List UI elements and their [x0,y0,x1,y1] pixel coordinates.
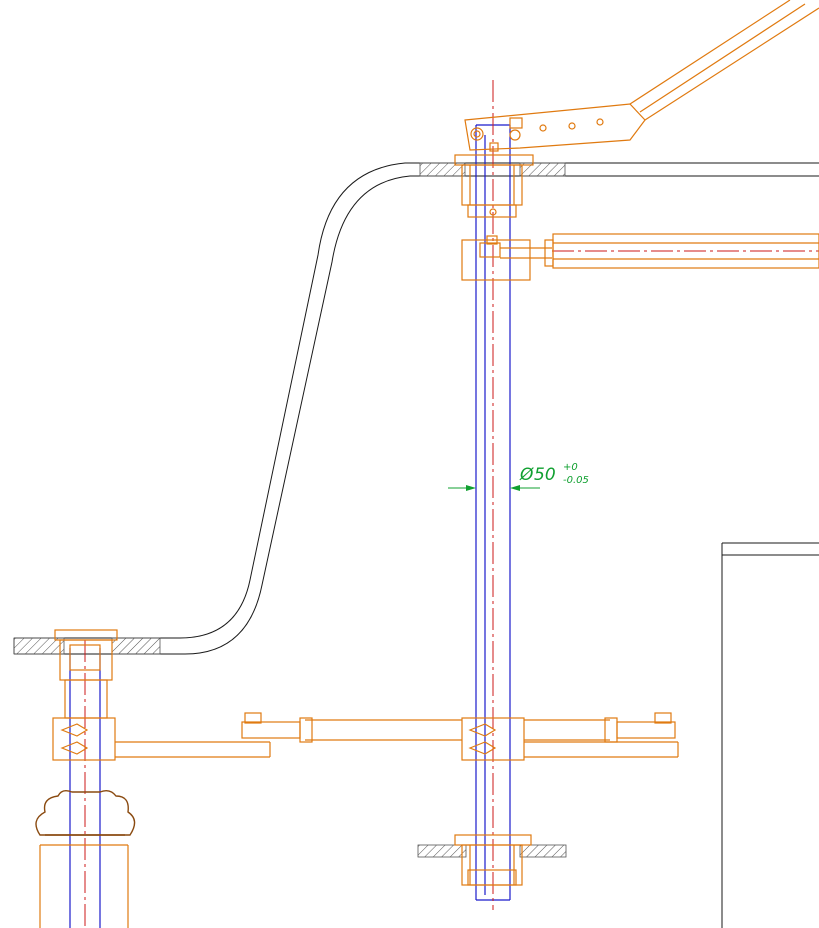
upper-bearing [454,142,534,218]
left-shaft [69,648,101,928]
dimension-nominal: 50 [534,465,556,485]
dimension-label: Ø 50 +0 -0.05 [519,462,589,486]
dimension-upper-tolerance: +0 [563,462,578,473]
left-gland-ornament [35,789,136,836]
main-shaft [475,124,511,901]
centerlines [84,80,819,928]
dimension-symbol: Ø [519,465,534,485]
lower-tiller [241,712,679,761]
hull-structure [13,162,819,928]
deck-hatching [13,162,567,858]
upper-tiller [464,0,819,151]
diameter-dimension [448,485,540,491]
lower-bearing [454,834,532,886]
upper-cylinder [461,233,819,281]
dimension-lower-tolerance: -0.05 [563,475,589,486]
left-assembly [39,629,271,928]
